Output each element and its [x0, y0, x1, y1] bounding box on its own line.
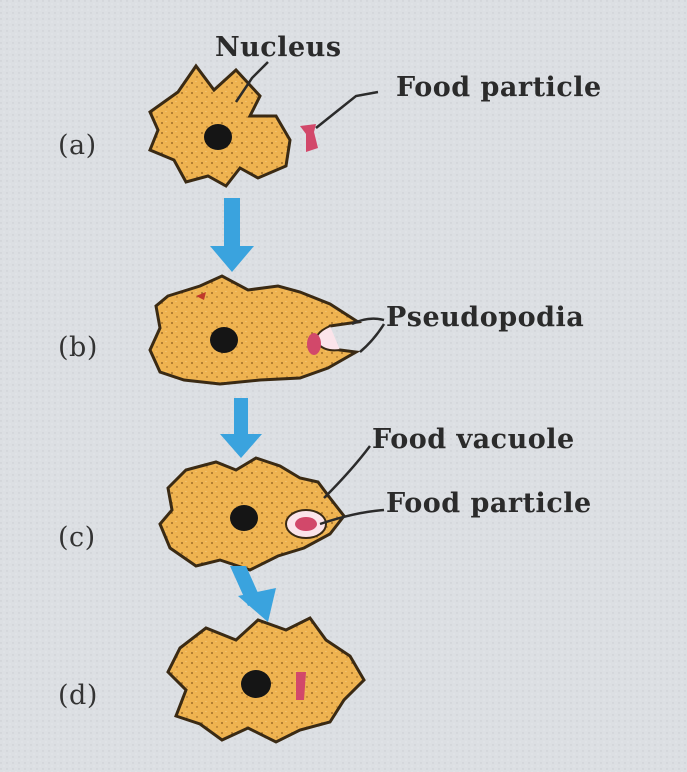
label-pseudopodia: Pseudopodia: [386, 302, 584, 333]
label-nucleus: Nucleus: [215, 32, 342, 63]
label-food-particle-a: Food particle: [396, 72, 602, 103]
stage-label-c: (c): [58, 522, 96, 553]
label-food-particle-c: Food particle: [386, 488, 592, 519]
stage-label-d: (d): [58, 680, 98, 711]
stage-label-a: (a): [58, 130, 97, 161]
nucleus-d: [241, 670, 271, 698]
label-food-vacuole: Food vacuole: [372, 424, 575, 455]
nucleus-b: [210, 327, 238, 353]
food-particle-b: [307, 333, 321, 355]
stage-label-b: (b): [58, 332, 98, 363]
food-particle-c: [295, 517, 317, 531]
nucleus-a: [204, 124, 232, 150]
nucleus-c: [230, 505, 258, 531]
